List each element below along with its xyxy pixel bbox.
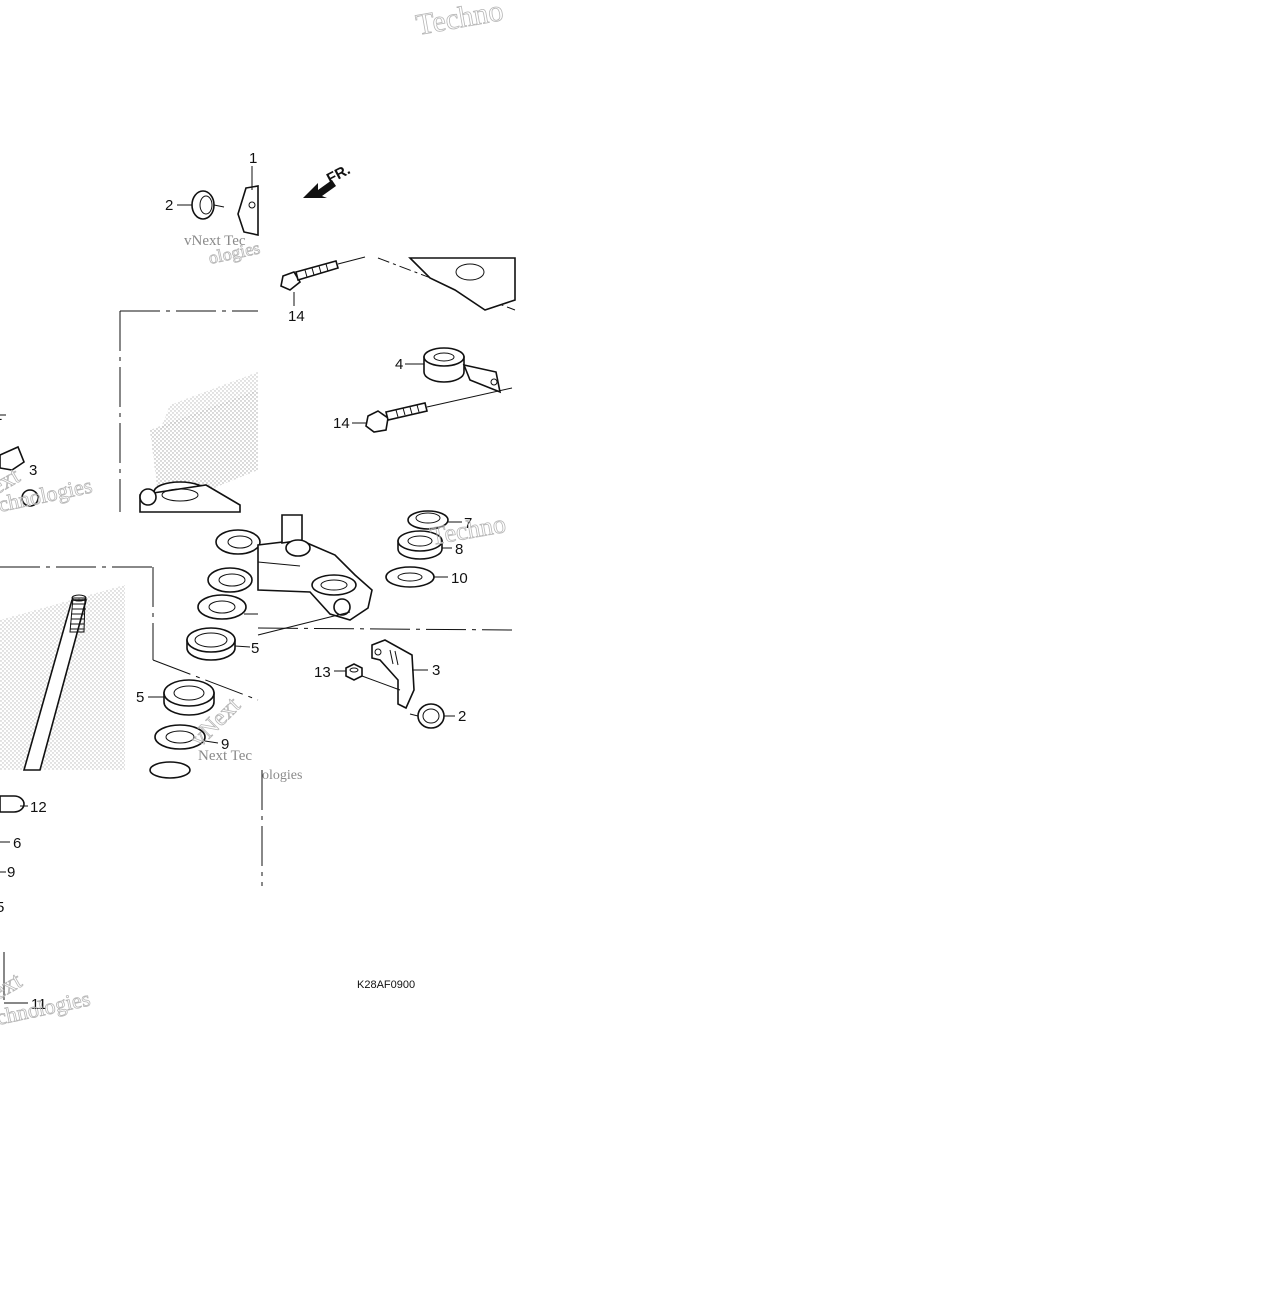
watermark-text: Next Tec <box>198 748 252 764</box>
panel-bottom-right <box>257 510 513 729</box>
bolt-part <box>280 256 366 291</box>
frame-line <box>257 627 513 631</box>
callout-2: 2 <box>458 708 466 725</box>
callout-11: 11 <box>31 996 47 1013</box>
callouts: 1 2 14 4 14 1 3 7 8 10 5 13 3 2 5 9 12 6… <box>0 150 472 1013</box>
watermark-text: vNext Tec <box>184 233 246 249</box>
stem-nut-part <box>0 795 28 813</box>
washer-part <box>385 566 448 588</box>
steering-stem-nut-part <box>139 481 241 513</box>
callout-9: 9 <box>7 864 15 881</box>
bracket-part <box>371 639 428 710</box>
bearing-race-part <box>149 761 191 779</box>
callout-7: 7 <box>464 515 472 532</box>
watermark-text: Techno <box>413 0 505 42</box>
steering-stem-part <box>22 594 88 771</box>
rubber-cap-part <box>191 190 225 220</box>
callout-13: 13 <box>314 664 331 681</box>
callout-3: 3 <box>432 662 440 679</box>
logo-shading <box>160 372 258 430</box>
front-direction-arrow <box>303 180 336 198</box>
callout-1: 1 <box>249 150 257 167</box>
callout-6: 6 <box>13 835 21 852</box>
lock-nut-part <box>397 530 452 560</box>
callout-2: 2 <box>165 197 173 214</box>
seal-part <box>148 679 215 716</box>
nut-part <box>334 663 401 691</box>
callout-12: 12 <box>30 799 47 816</box>
watermark-text: ologies <box>262 768 302 783</box>
callout-5: 5 <box>251 640 259 657</box>
rubber-cap-part <box>409 703 455 729</box>
callout-8: 8 <box>455 541 463 558</box>
steering-stem-lower-part <box>257 514 373 636</box>
panel-top-right <box>280 180 516 433</box>
callout-14: 14 <box>333 415 350 432</box>
callout-10: 10 <box>451 570 468 587</box>
callout-4: 4 <box>395 356 403 373</box>
panel-top-left <box>0 185 259 513</box>
callout-1: 1 <box>0 407 2 424</box>
panel-lower-left <box>0 770 263 1004</box>
bracket-part-left <box>0 445 39 507</box>
ball-bearing-part <box>154 724 219 750</box>
bearing-race-part <box>186 627 251 661</box>
frame-line <box>152 659 259 701</box>
bearing-race-part <box>215 529 261 555</box>
callout-9: 9 <box>221 736 229 753</box>
bracket-part <box>237 185 259 236</box>
drawing-code: K28AF0900 <box>357 979 415 991</box>
dust-seal-part <box>207 567 253 593</box>
bolt-part <box>365 387 513 433</box>
top-bridge-part <box>377 257 516 311</box>
callout-14: 14 <box>288 308 305 325</box>
spacer-collar-part <box>423 347 502 394</box>
callout-5: 5 <box>136 689 144 706</box>
callout-3: 3 <box>29 462 37 479</box>
panel-bottom-left <box>0 529 261 779</box>
ball-bearing-part <box>197 594 247 620</box>
dust-seal-part <box>407 510 462 530</box>
callout-5: 5 <box>0 899 4 916</box>
